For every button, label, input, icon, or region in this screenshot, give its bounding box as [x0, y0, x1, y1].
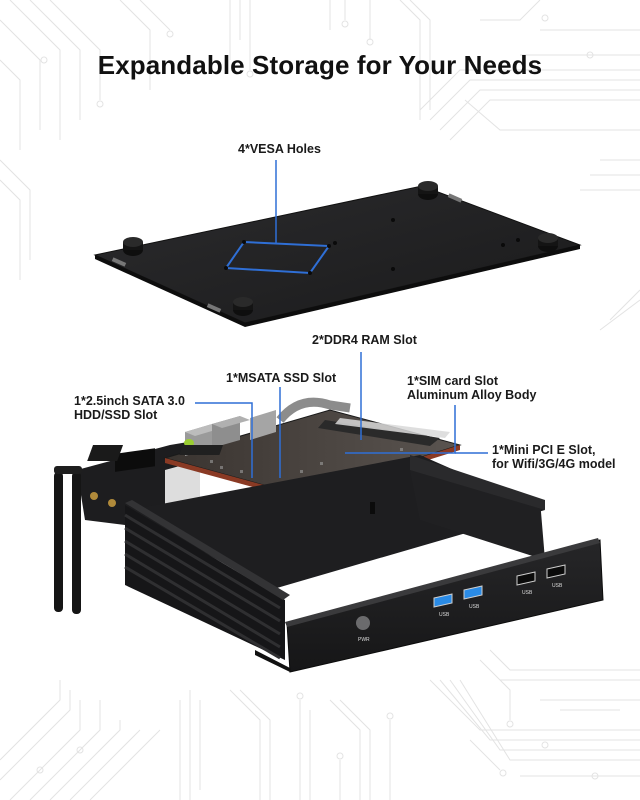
usb2-port-2[interactable]: USB	[546, 564, 566, 589]
usb3-port-1[interactable]: USB	[433, 593, 453, 618]
leader-lines	[195, 160, 488, 478]
callout-ddr4-ram: 2*DDR4 RAM Slot	[312, 333, 417, 347]
usb3-port-2[interactable]: USB	[463, 585, 483, 610]
power-button[interactable]	[356, 616, 370, 630]
svg-text:USB: USB	[469, 604, 480, 610]
usb2-port-1[interactable]: USB	[516, 571, 536, 596]
callout-vesa-holes: 4*VESA Holes	[238, 142, 321, 156]
chassis	[124, 455, 604, 673]
callout-sim-line1: 1*SIM card Slot	[407, 374, 498, 388]
bottom-cover-plate	[93, 181, 582, 327]
callout-sim-line2: Aluminum Alloy Body	[407, 388, 537, 402]
front-panel: PWR USB USB USB USB	[356, 564, 566, 643]
svg-text:USB: USB	[552, 583, 563, 589]
callout-mini-pcie: 1*Mini PCI E Slot, for Wifi/3G/4G model	[492, 443, 616, 471]
svg-text:USB: USB	[522, 590, 533, 596]
callout-sata-hdd: 1*2.5inch SATA 3.0 HDD/SSD Slot	[74, 394, 185, 422]
callout-sata-line1: 1*2.5inch SATA 3.0	[74, 394, 185, 408]
power-label: PWR	[358, 637, 370, 643]
callout-sata-line2: HDD/SSD Slot	[74, 408, 158, 422]
wifi-antennas	[54, 466, 82, 614]
callout-minipcie-line2: for Wifi/3G/4G model	[492, 457, 616, 471]
callout-sim-aluminum: 1*SIM card Slot Aluminum Alloy Body	[407, 374, 536, 402]
callout-minipcie-line1: 1*Mini PCI E Slot,	[492, 443, 596, 457]
svg-text:USB: USB	[439, 612, 450, 618]
callout-msata-ssd: 1*MSATA SSD Slot	[226, 371, 337, 385]
page-title: Expandable Storage for Your Needs	[97, 50, 543, 80]
